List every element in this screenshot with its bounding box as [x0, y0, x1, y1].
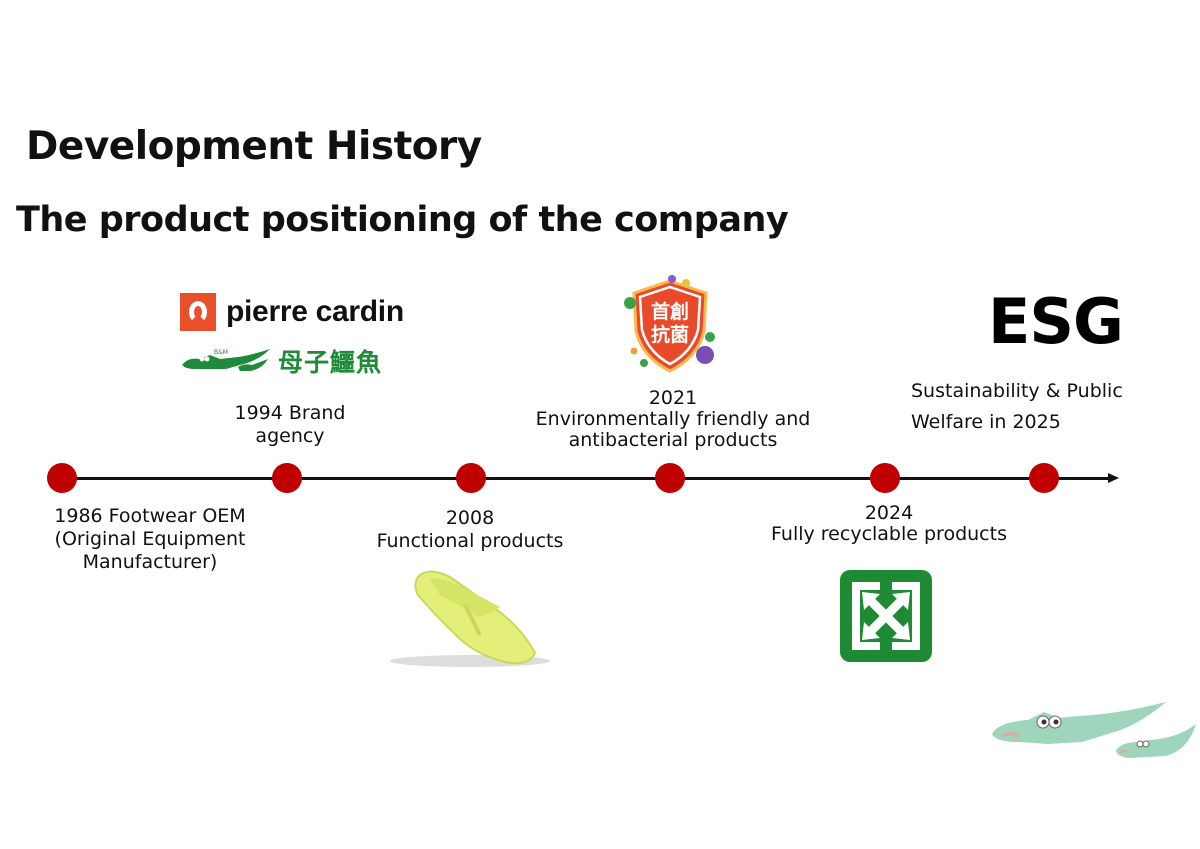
label-line: 1994 Brand — [234, 402, 346, 424]
label-line: Environmentally friendly and — [535, 408, 811, 430]
label-line: Fully recyclable products — [771, 523, 1007, 545]
milestone-label-2021: 2021 Environmentally friendly and antiba… — [530, 388, 816, 451]
sandal-image — [380, 565, 550, 679]
svg-text:抗菌: 抗菌 — [651, 323, 689, 346]
label-line: antibacterial products — [568, 429, 778, 451]
label-line: agency — [255, 425, 325, 447]
milestone-label-1994: 1994 Brand agency — [220, 402, 360, 448]
label-line: Functional products — [376, 530, 564, 552]
timeline-arrow-icon — [1108, 473, 1119, 483]
milestone-dot-2024 — [870, 463, 900, 493]
milestone-label-2025: Sustainability & Public Welfare in 2025 — [911, 376, 1123, 438]
page-subtitle: The product positioning of the company — [16, 200, 789, 240]
label-line: 1986 Footwear OEM — [54, 505, 246, 527]
milestone-dot-2021 — [655, 463, 685, 493]
milestone-label-2024: 2024 Fully recyclable products — [764, 503, 1014, 545]
esg-heading: ESG — [988, 285, 1124, 358]
bm-crocodile-logo: B&M 母子鱷魚 — [180, 343, 382, 379]
label-line: Welfare in 2025 — [911, 411, 1061, 433]
pierre-cardin-logo: pierre cardin — [180, 293, 404, 331]
page-title: Development History — [26, 124, 482, 169]
milestone-dot-2025 — [1029, 463, 1059, 493]
svg-text:B&M: B&M — [214, 349, 228, 356]
bm-chinese-name: 母子鱷魚 — [278, 348, 383, 377]
label-line: Sustainability & Public — [911, 380, 1123, 402]
milestone-label-2008: 2008 Functional products — [370, 507, 570, 553]
recycle-icon — [840, 570, 932, 666]
milestone-label-1986: 1986 Footwear OEM (Original Equipment Ma… — [50, 505, 250, 574]
crocodile-logo-icon: B&M — [182, 349, 270, 371]
label-line: Manufacturer) — [82, 551, 218, 573]
label-line: 2021 — [648, 387, 698, 409]
pierre-cardin-mark-icon — [180, 293, 216, 331]
label-line: 2024 — [864, 502, 914, 524]
label-line: (Original Equipment — [54, 528, 246, 550]
label-line: 2008 — [445, 507, 495, 529]
milestone-dot-2008 — [456, 463, 486, 493]
crocodile-mascot-icon — [988, 700, 1200, 774]
pierre-cardin-text: pierre cardin — [226, 295, 404, 328]
milestone-dot-1994 — [272, 463, 302, 493]
svg-text:首創: 首創 — [651, 300, 689, 323]
milestone-dot-1986 — [47, 463, 77, 493]
antibacterial-badge-icon: 首創 抗菌 — [620, 275, 720, 379]
timeline-axis — [62, 477, 1110, 480]
